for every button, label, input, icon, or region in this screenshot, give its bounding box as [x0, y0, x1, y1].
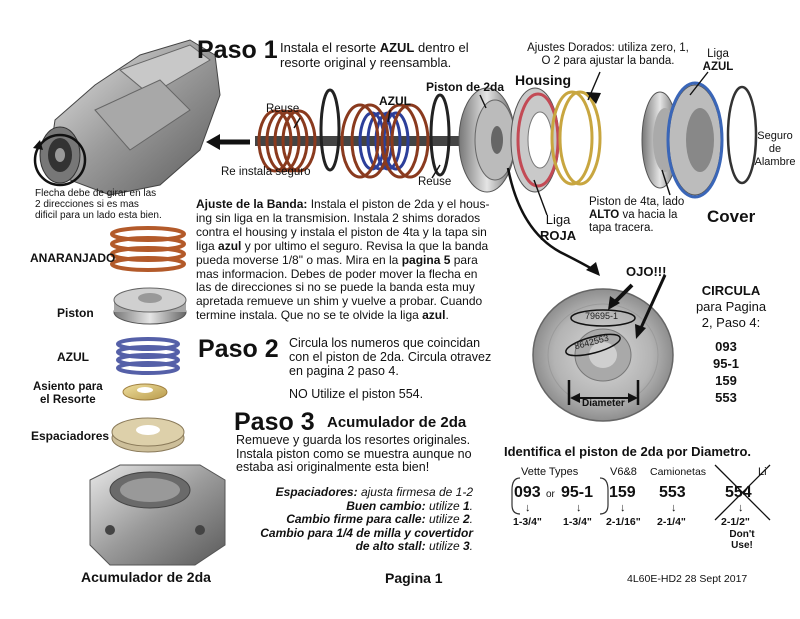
code-95-1: 95-1	[561, 484, 594, 501]
diam-553: 2-1/4"	[657, 516, 686, 528]
acumulador-label: Acumulador de 2da	[81, 569, 211, 585]
accumulator-image	[89, 464, 226, 566]
page-number: Pagina 1	[385, 570, 443, 586]
diameter-label: Diameter	[582, 398, 625, 409]
reuse-label-2: Reuse	[418, 176, 452, 188]
cover-label: Cover	[707, 207, 756, 226]
down-arrow: ↓	[525, 502, 531, 514]
diam-554: 2-1/2"	[721, 516, 750, 528]
paso2-heading: Paso 2	[198, 335, 279, 363]
or-label: or	[546, 489, 555, 500]
spacers-image	[111, 417, 185, 453]
circula-code: 093	[715, 339, 737, 354]
spring-assembly-image	[255, 88, 510, 179]
circula-code: 95-1	[712, 356, 740, 371]
piston-2da-image	[458, 87, 516, 193]
code-553: 553	[659, 484, 686, 501]
paso1-text: Instala el resorte AZUL dentro el resort…	[280, 40, 469, 70]
gold-shims-image	[550, 90, 602, 186]
piston-diameter-image	[532, 274, 674, 422]
piston-left-image	[113, 287, 187, 325]
piston-left-label: Piston	[57, 306, 94, 320]
down-arrow: ↓	[576, 502, 582, 514]
document-reference: 4L60E-HD2 28 Sept 2017	[627, 573, 748, 585]
reuse-label-1: Reuse	[266, 103, 300, 115]
cover-image	[666, 81, 724, 199]
transmission-image	[33, 39, 221, 196]
down-arrow: ↓	[671, 502, 677, 514]
paso3-subheading: Acumulador de 2da	[327, 414, 467, 431]
ajustes-dorados-label: Ajustes Dorados: utiliza zero, 1,O 2 par…	[527, 42, 689, 67]
v6-label: V6&8	[610, 466, 637, 478]
azul-left-label: AZUL	[57, 350, 89, 364]
paso1-heading: Paso 1	[197, 36, 278, 64]
espaciadores-instructions: Espaciadores: ajusta firmesa de 1-2 Buen…	[260, 485, 473, 553]
vette-types-label: Vette Types	[521, 466, 579, 478]
azul-spring-label: AZUL	[379, 94, 411, 108]
diam-093: 1-3/4"	[513, 516, 542, 528]
code-159: 159	[609, 484, 636, 501]
paso3-heading: Paso 3	[234, 408, 315, 436]
paso2-warning: NO Utilize el piston 554.	[289, 387, 424, 401]
orange-spring-image	[110, 226, 186, 272]
piston-2da-label: Piston de 2da	[426, 80, 505, 94]
dont-use-cross	[714, 464, 771, 521]
li-label: Li	[758, 466, 767, 478]
circula-code: 159	[715, 373, 737, 388]
re-instala-label: Re instala seguro	[221, 166, 311, 178]
code-093: 093	[514, 484, 541, 501]
diam-95-1: 1-3/4"	[563, 516, 592, 528]
circula-codes: 093 95-1 159 553	[696, 338, 756, 406]
down-arrow: ↓	[620, 502, 626, 514]
paso3-text: Remueve y guarda los resortes originales…	[236, 433, 472, 474]
espaciadores-label: Espaciadores	[31, 429, 110, 443]
ajuste-banda-paragraph: Ajuste de la Banda: Instala el piston de…	[196, 197, 490, 323]
camionetas-label: Camionetas	[650, 466, 707, 478]
anaranjado-label: ANARANJADO	[30, 251, 116, 265]
ojo-label: OJO!!!	[626, 264, 667, 279]
blue-spring-image	[116, 337, 180, 375]
piston-number-1: 79695-1	[585, 311, 619, 321]
circula-block: CIRCULA para Pagina 2, Paso 4:	[695, 283, 767, 330]
down-arrow: ↓	[738, 502, 744, 514]
diam-159: 2-1/16"	[606, 516, 641, 528]
identifica-title: Identifica el piston de 2da por Diametro…	[504, 444, 752, 459]
code-554: 554	[725, 484, 752, 501]
circula-code: 553	[715, 390, 737, 405]
snap-ring-image	[726, 85, 758, 185]
spring-seat-image	[122, 383, 168, 401]
housing-label: Housing	[515, 72, 571, 88]
